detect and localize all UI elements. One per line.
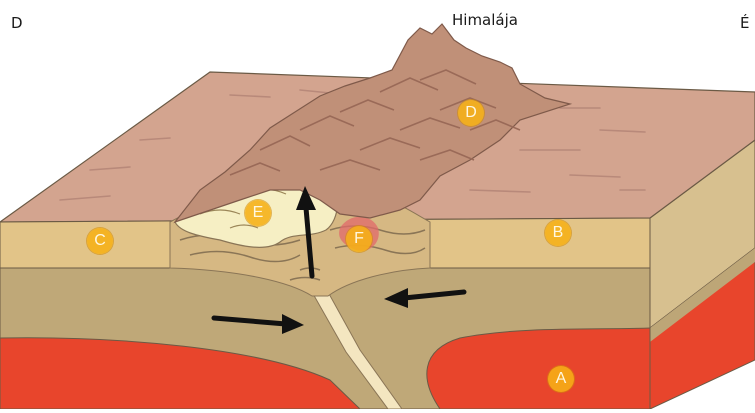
- marker-d: D: [458, 100, 484, 126]
- marker-f: F: [346, 226, 372, 252]
- marker-e: E: [245, 200, 271, 226]
- mantle-right: [427, 328, 650, 409]
- marker-b: B: [545, 220, 571, 246]
- direction-left-label: D: [11, 14, 23, 32]
- mountain-name-label: Himalája: [452, 11, 518, 29]
- direction-right-label: É: [740, 14, 749, 32]
- marker-c: C: [87, 228, 113, 254]
- marker-a: A: [548, 366, 574, 392]
